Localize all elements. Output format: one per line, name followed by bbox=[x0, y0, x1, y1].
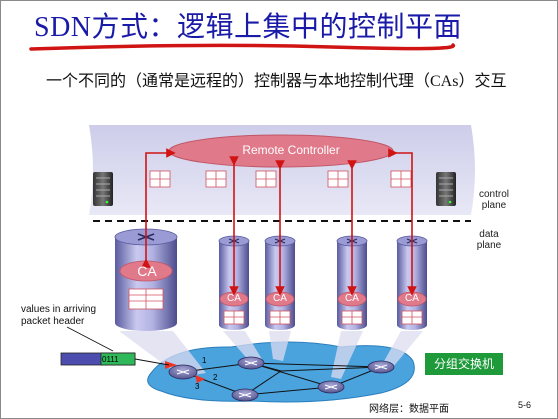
server-icon bbox=[436, 172, 456, 206]
router-icon bbox=[237, 356, 265, 370]
router-icon bbox=[367, 360, 395, 374]
data-plane-label: data plane bbox=[476, 229, 502, 251]
port-number: 3 bbox=[195, 382, 200, 391]
slide-title: SDN方式：逻辑上集中的控制平面 bbox=[34, 12, 463, 43]
arriving-packet bbox=[60, 352, 170, 366]
footer-text: 网络层：数据平面 bbox=[369, 404, 449, 415]
ca-label: CA bbox=[137, 263, 157, 279]
ca-label: CA bbox=[345, 293, 359, 304]
server-icon bbox=[93, 172, 113, 206]
port-arrow bbox=[195, 375, 205, 383]
control-plane-label: control plane bbox=[478, 189, 509, 211]
control-arrows bbox=[141, 148, 417, 296]
router-icon bbox=[317, 380, 345, 394]
page-number: 5-6 bbox=[518, 400, 532, 410]
router-icon bbox=[231, 388, 259, 402]
packet-header-bits: 0111 bbox=[102, 355, 119, 364]
ca-label: CA bbox=[227, 293, 241, 304]
port-arrow bbox=[165, 361, 177, 369]
ca-label: CA bbox=[405, 293, 419, 304]
router-icon bbox=[168, 364, 198, 380]
packet-switch-label: 分组交换机 bbox=[425, 353, 503, 375]
port-number: 1 bbox=[202, 356, 207, 365]
remote-controller-label: Remote Controller bbox=[242, 143, 340, 157]
values-in-header-label: values in arriving packet header bbox=[21, 304, 97, 327]
port-number: 2 bbox=[213, 373, 218, 382]
slide-subtitle: 一个不同的（通常是远程的）控制器与本地控制代理（CAs）交互 bbox=[46, 73, 507, 90]
ca-label: CA bbox=[273, 293, 287, 304]
